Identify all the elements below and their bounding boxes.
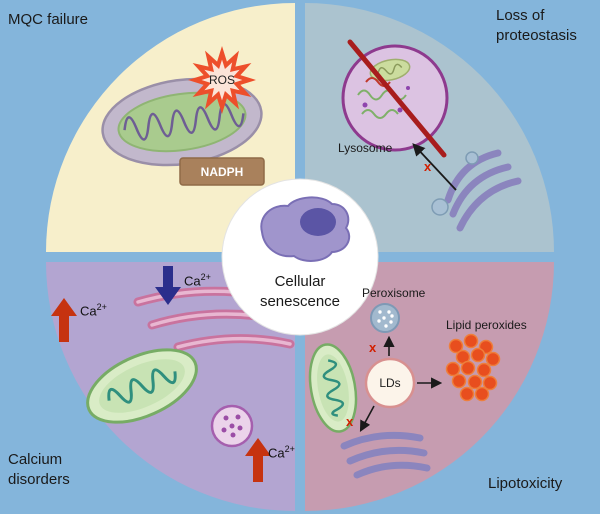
- lipid-peroxide-dot: [485, 351, 501, 367]
- lipid-droplet: [364, 357, 416, 409]
- mitochondrion-matrix: [117, 91, 247, 153]
- ros-label: ROS: [208, 73, 235, 87]
- center-title: Cellular senescence: [230, 272, 370, 312]
- lipid-peroxide-dot: [470, 347, 486, 363]
- lipid-peroxides-label: Lipid peroxides: [446, 318, 527, 332]
- lysosome-label: Lysosome: [338, 141, 393, 155]
- ros-star-inner: [201, 59, 243, 101]
- calcium-title-line1: Calcium: [8, 451, 63, 468]
- quadrant-lipotoxicity: [305, 262, 554, 511]
- ca-decrease-arrow: [155, 266, 181, 305]
- membrane-arc: [340, 431, 424, 450]
- blocked-autophagy-arrow: [412, 143, 457, 191]
- proteostasis-block-x: x: [424, 159, 432, 174]
- lipotoxicity-block-x-up: x: [369, 340, 377, 355]
- ca-increase-arrow-right: [245, 438, 271, 482]
- membrane-arc: [449, 163, 512, 218]
- lipid-peroxide-dot: [448, 338, 464, 354]
- ca-label-right: Ca2+: [268, 444, 295, 460]
- vesicle-dot: [237, 425, 243, 431]
- peroxisome: [370, 303, 400, 333]
- lipotoxicity-block-x-down: x: [346, 414, 354, 429]
- ca-sup: 2+: [200, 272, 211, 282]
- peroxisome-label: Peroxisome: [362, 286, 426, 300]
- calcium-title-line2: disorders: [8, 471, 70, 488]
- lipid-peroxide-dot: [451, 373, 467, 389]
- lipid-peroxide-dot: [459, 386, 475, 402]
- peroxisome-dot: [377, 319, 381, 323]
- autophagic-membranes-top-right: [431, 149, 522, 232]
- er-tubule-core: [176, 336, 292, 349]
- mitochondrion-cristae: [322, 359, 345, 417]
- proteostasis-title-line2: proteostasis: [496, 27, 577, 44]
- peroxisome-dot: [389, 320, 393, 324]
- misfolded-protein-green-2: [361, 109, 399, 119]
- vesicle-dot: [223, 415, 229, 421]
- center-title-line2: senescence: [259, 293, 341, 310]
- ca-base: Ca: [268, 445, 285, 461]
- lipid-peroxide-cluster: [445, 333, 501, 402]
- lipid-peroxide-dot: [482, 375, 498, 391]
- ca-base: Ca: [184, 273, 201, 289]
- vesicle-dot: [235, 414, 241, 420]
- lipotoxicity-title: Lipotoxicity: [488, 475, 563, 492]
- lysosome-dot: [362, 102, 368, 108]
- lysosome-vesicle-calcium: [210, 404, 254, 448]
- proteostasis-title: Loss of proteostasis: [496, 6, 577, 46]
- mitochondrion-cristae: [107, 368, 177, 404]
- calcium-title: Calcium disorders: [8, 450, 70, 490]
- lipid-peroxide-dot: [463, 333, 479, 349]
- mitochondrion-matrix: [317, 354, 349, 422]
- proteostasis-title-line1: Loss of: [496, 7, 545, 24]
- vesicle: [431, 198, 449, 216]
- lysosome-dot: [406, 86, 410, 90]
- nadph-label: NADPH: [200, 164, 244, 179]
- mqc-failure-title: MQC failure: [8, 11, 89, 28]
- ca-sup: 2+: [96, 302, 107, 312]
- ros-starburst: [188, 46, 256, 114]
- vesicle-dot: [221, 427, 227, 433]
- senescent-cell: [260, 196, 351, 262]
- center-title-line1: Cellular: [274, 273, 326, 290]
- mitochondrion-lipotoxicity: [308, 343, 358, 433]
- membrane-arc: [346, 446, 428, 465]
- lipid-peroxide-dot: [460, 360, 476, 376]
- lysosome: [341, 39, 449, 158]
- blocked-degradation-slash: [347, 39, 447, 158]
- lysosome-mitochondrion-cristae: [377, 63, 403, 75]
- ca-base: Ca: [80, 303, 97, 319]
- lysosome-dot: [397, 107, 403, 113]
- ca-sup: 2+: [284, 444, 295, 454]
- ca-increase-arrow-left: [51, 298, 77, 342]
- lds-to-er-arrow: [359, 405, 375, 432]
- membrane-arc: [456, 177, 522, 232]
- ca-label-left: Ca2+: [80, 302, 107, 318]
- membrane-arc: [353, 461, 431, 479]
- er-membranes-lipotoxicity: [340, 431, 431, 479]
- ca-label-down: Ca2+: [184, 272, 211, 288]
- nadph-box: [179, 157, 265, 186]
- peroxisome-dot: [390, 314, 394, 318]
- vesicle-dot: [230, 432, 236, 438]
- lds-label: LDs: [379, 376, 401, 390]
- lipid-peroxide-dot: [467, 374, 483, 390]
- mitochondrion-calcium: [86, 348, 198, 424]
- lipid-peroxide-dot: [445, 361, 461, 377]
- lipid-peroxide-dot: [476, 362, 492, 378]
- peroxisome-dot: [387, 310, 391, 314]
- vesicle: [465, 151, 479, 165]
- peroxisome-dot: [378, 310, 382, 314]
- cell-nucleus: [300, 208, 336, 236]
- lipid-peroxide-dot: [474, 386, 490, 402]
- vesicle-dot: [229, 423, 235, 429]
- membrane-arc: [444, 149, 502, 204]
- peroxisome-dot: [384, 324, 388, 328]
- peroxisome-dot: [382, 316, 386, 320]
